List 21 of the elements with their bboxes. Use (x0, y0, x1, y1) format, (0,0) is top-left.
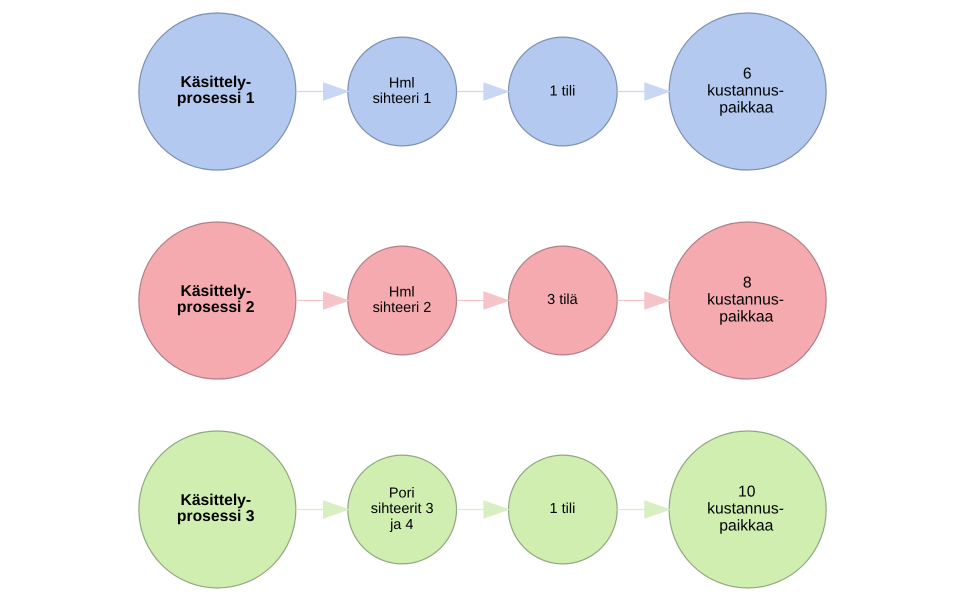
node-circle: Hml sihteeri 2 (346, 246, 457, 356)
node-circle: 3 tilä (507, 246, 618, 356)
node-circle: Pori sihteerit 3 ja 4 (346, 454, 457, 564)
arrow (456, 82, 510, 101)
node-circle: 6 kustannus- paikkaa (668, 12, 826, 171)
arrow (616, 82, 670, 101)
node-circle: 8 kustannus- paikkaa (668, 221, 826, 380)
node-circle: Käsittely- prosessi 3 (138, 430, 296, 589)
node-circle: 1 tili (507, 36, 618, 146)
arrow (456, 500, 510, 519)
node-circle: 1 tili (507, 454, 618, 564)
arrow (295, 82, 350, 101)
node-circle: Käsittely- prosessi 2 (138, 221, 296, 380)
node-circle: Käsittely- prosessi 1 (138, 12, 296, 171)
arrow (295, 291, 350, 310)
arrow (295, 500, 350, 519)
node-circle: Hml sihteeri 1 (346, 36, 457, 146)
arrow (616, 291, 670, 310)
node-circle: 10 kustannus- paikkaa (668, 430, 826, 589)
arrow (456, 291, 510, 310)
arrow (616, 500, 670, 519)
